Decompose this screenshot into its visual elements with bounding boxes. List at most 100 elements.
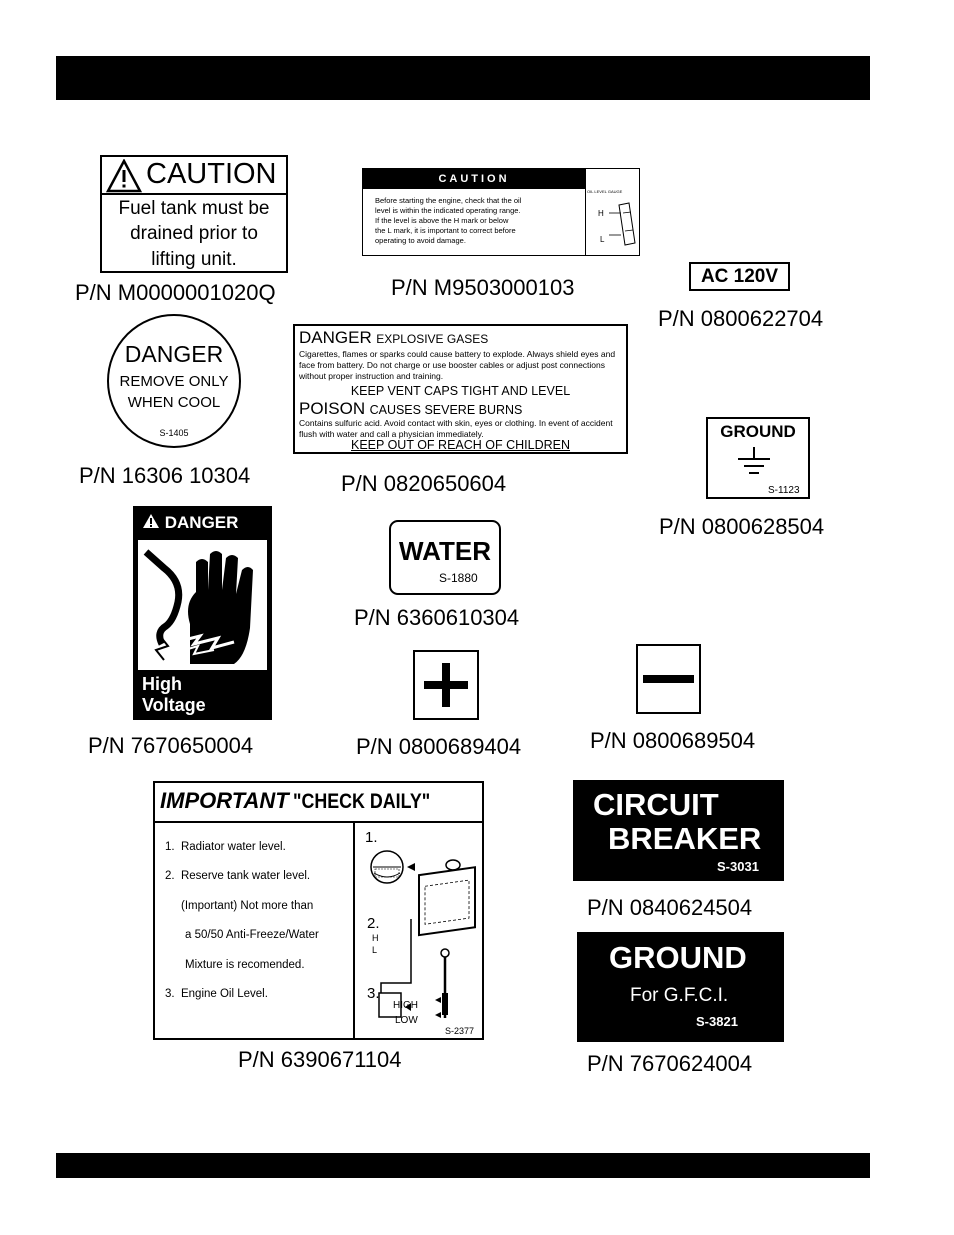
caution-oil-divider — [585, 169, 586, 255]
poison-subtitle: CAUSES SEVERE BURNS — [369, 403, 523, 417]
ac120-decal: AC 120V — [689, 262, 790, 291]
water-label: WATER — [399, 536, 491, 566]
minus-icon — [643, 675, 694, 683]
part-number: P/N 6390671104 — [238, 1047, 402, 1072]
danger-cool-code: S-1405 — [159, 428, 189, 438]
caution-line-1: Fuel tank must be — [118, 198, 270, 219]
poison-title: POISON — [299, 399, 366, 418]
danger-gases-subtitle: EXPLOSIVE GASES — [376, 332, 489, 346]
oil-gauge-label: OIL LEVEL GAUGE — [587, 189, 623, 194]
circuit-breaker-decal: CIRCUIT BREAKER S-3031 — [573, 780, 784, 881]
caution-oil-line: level is within the indicated operating … — [375, 206, 521, 215]
electrocution-hand-icon — [138, 540, 267, 670]
part-number: P/N 0820650604 — [341, 471, 507, 496]
danger-gases-text-2: Contains sulfuric acid. Avoid contact wi… — [299, 418, 613, 439]
caution-oil-decal: CAUTION Before starting the engine, chec… — [362, 168, 640, 256]
danger-gases-heading: DANGER EXPLOSIVE GASES — [299, 328, 488, 348]
part-number: P/N 0840624504 — [587, 895, 753, 920]
ac120-label: AC 120V — [700, 266, 779, 287]
danger-cool-line-1: REMOVE ONLY — [119, 373, 229, 390]
fig-label-1: 1. — [365, 829, 378, 846]
gauge-l-label: L — [600, 235, 605, 244]
fig-label-3: 3. — [367, 985, 380, 1002]
header-bar — [56, 56, 870, 100]
fig-h: H — [372, 933, 379, 943]
check-item-2: 2. Reserve tank water level. — [165, 870, 311, 882]
ground-gfci-code: S-3821 — [696, 1014, 738, 1029]
part-number: P/N 16306 10304 — [79, 463, 251, 488]
high-voltage-heading: DANGER — [142, 513, 238, 533]
ground-label: GROUND — [720, 422, 796, 441]
ground-code: S-1123 — [768, 485, 800, 496]
danger-gases-title: DANGER — [299, 328, 372, 347]
danger-cool-decal: DANGER REMOVE ONLY WHEN COOL S-1405 — [107, 314, 241, 448]
plus-icon — [421, 660, 471, 710]
danger-gases-decal: DANGER EXPLOSIVE GASES Cigarettes, flame… — [293, 324, 628, 454]
radiator-diagram-icon — [363, 843, 481, 1028]
danger-cool-title: DANGER — [124, 341, 224, 367]
caution-oil-line: operating to avoid damage. — [375, 236, 466, 245]
oil-dipstick-icon — [607, 199, 639, 249]
ground-gfci-title: GROUND — [609, 940, 747, 975]
check-daily-title: "CHECK DAILY" — [293, 790, 431, 813]
footer-bar — [56, 1153, 870, 1178]
circuit-breaker-line-1: CIRCUIT — [593, 787, 719, 822]
check-item-6: 3. Engine Oil Level. — [165, 988, 268, 1000]
plus-decal — [413, 650, 479, 720]
part-number: P/N M0000001020Q — [75, 280, 276, 305]
circuit-breaker-line-2: BREAKER — [608, 821, 762, 856]
danger-gases-keep-1: KEEP VENT CAPS TIGHT AND LEVEL — [350, 384, 571, 398]
caution-oil-text: Before starting the engine, check that t… — [375, 196, 583, 246]
ground-symbol-icon — [734, 445, 774, 479]
water-code: S-1880 — [439, 571, 478, 585]
danger-gases-keep-2: KEEP OUT OF REACH OF CHILDREN — [350, 438, 571, 452]
check-daily-heading: IMPORTANT "CHECK DAILY" — [160, 788, 455, 814]
important-title: IMPORTANT — [160, 788, 289, 813]
ground-gfci-decal: GROUND For G.F.C.I. S-3821 — [577, 932, 784, 1042]
caution-oil-title: CAUTION — [363, 169, 585, 189]
part-number: P/N 0800628504 — [659, 514, 825, 539]
part-number: P/N 0800689504 — [590, 728, 756, 753]
check-daily-column-divider — [353, 821, 355, 1038]
caution-fuel-decal: CAUTION Fuel tank must be drained prior … — [100, 155, 288, 273]
check-daily-divider — [155, 821, 482, 823]
part-number: P/N 6360610304 — [354, 605, 520, 630]
danger-gases-text-1: Cigarettes, flames or sparks could cause… — [299, 349, 616, 381]
danger-cool-line-2: WHEN COOL — [127, 394, 221, 411]
poison-heading: POISON CAUSES SEVERE BURNS — [299, 399, 522, 419]
fig-high: HIGH — [393, 1000, 418, 1011]
warning-triangle-icon — [143, 514, 159, 528]
part-number: P/N 7670650004 — [88, 733, 254, 758]
fig-label-2: 2. — [367, 915, 380, 932]
caution-divider — [102, 193, 286, 195]
high-voltage-line-2: Voltage — [142, 695, 206, 715]
minus-decal — [636, 644, 701, 714]
check-item-1: 1. Radiator water level. — [165, 841, 286, 853]
check-item-3: (Important) Not more than — [181, 900, 314, 912]
part-number: P/N M9503000103 — [391, 275, 575, 300]
caution-oil-line: Before starting the engine, check that t… — [375, 196, 522, 205]
check-item-4: a 50/50 Anti-Freeze/Water — [185, 929, 319, 941]
ground-decal: GROUND S-1123 — [706, 417, 810, 499]
part-number: P/N 0800622704 — [658, 306, 824, 331]
caution-oil-line: the L mark, it is important to correct b… — [375, 226, 516, 235]
circuit-breaker-code: S-3031 — [717, 859, 759, 874]
part-number: P/N 0800689404 — [356, 734, 522, 759]
check-daily-decal: IMPORTANT "CHECK DAILY" 1. Radiator wate… — [153, 781, 484, 1040]
fig-l: L — [372, 945, 378, 955]
part-number: P/N 7670624004 — [587, 1051, 753, 1076]
check-daily-code: S-2377 — [445, 1026, 475, 1036]
caution-title: CAUTION — [146, 158, 277, 190]
high-voltage-decal: DANGER High Voltage — [133, 506, 272, 720]
caution-line-3: lifting unit. — [151, 249, 237, 270]
water-decal: WATER S-1880 — [389, 520, 501, 595]
ground-gfci-subtitle: For G.F.C.I. — [630, 985, 729, 1006]
caution-line-2: drained prior to — [130, 223, 258, 244]
check-item-5: Mixture is recomended. — [185, 959, 305, 971]
high-voltage-line-1: High — [142, 674, 182, 694]
high-voltage-title: DANGER — [164, 513, 239, 532]
fig-low: LOW — [395, 1015, 418, 1026]
gauge-h-label: H — [598, 209, 604, 218]
caution-oil-line: If the level is above the H mark or belo… — [375, 216, 509, 225]
warning-triangle-icon — [106, 159, 142, 193]
